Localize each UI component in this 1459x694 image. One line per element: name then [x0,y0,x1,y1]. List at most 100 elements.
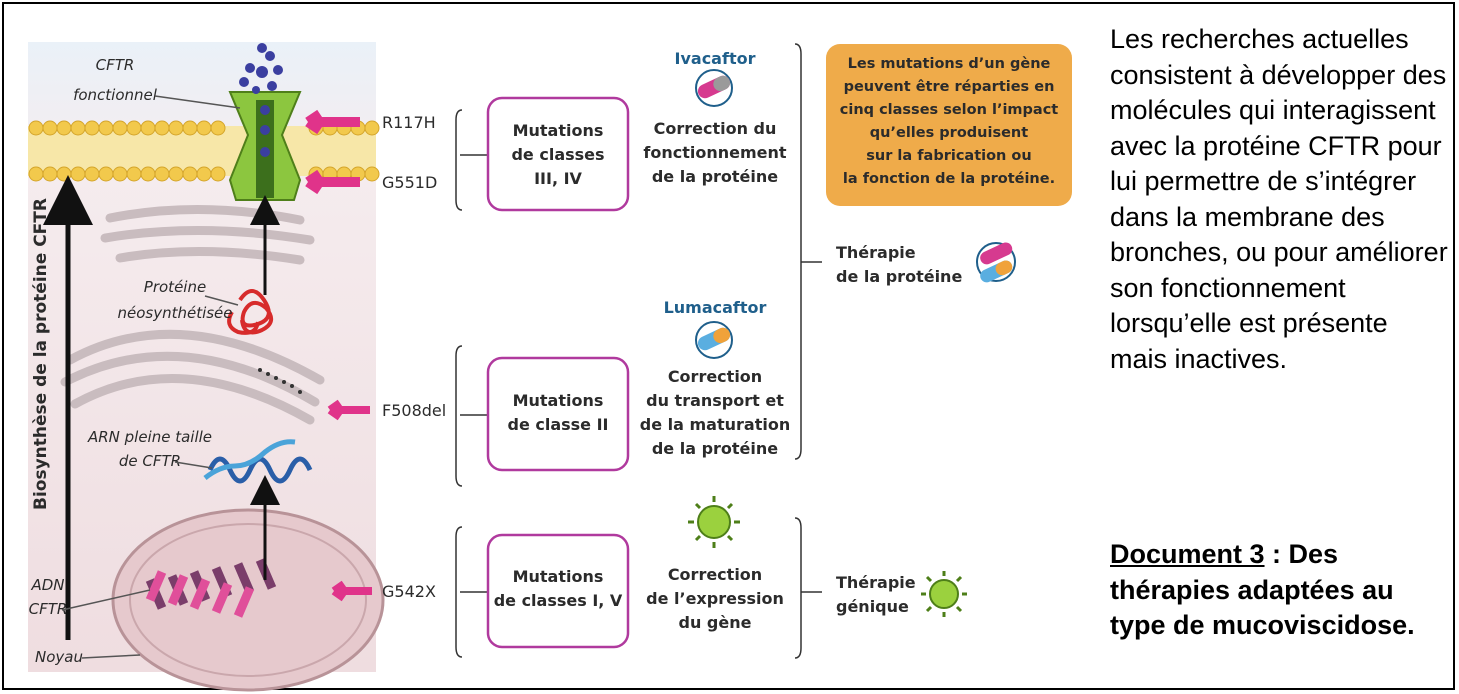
label-cftr-fonctionnel-2: fonctionnel [73,86,158,104]
phospholipid-head [168,166,184,182]
therapy-protein-line2: de la protéine [836,267,962,286]
label-arn-1: ARN pleine taille [87,428,212,446]
class-box-iii-iv-line3: III, IV [534,169,582,188]
correction-2-line1: Correction [668,367,762,386]
mutation-brackets [455,109,488,658]
therapy-gene-line2: génique [836,597,909,616]
correction-1-line1: Correction du [654,119,777,138]
phospholipid-head [196,166,212,182]
phospholipid-head [168,120,184,136]
phospholipid-head [28,120,44,136]
phospholipid-head [84,166,100,182]
phospholipid-head [364,166,380,182]
phospholipid-head [112,120,128,136]
correction-3-line2: de l’expression [646,589,784,608]
pill-icon-therapy [976,242,1016,283]
document-caption: Document 3 : Des thérapies adaptées au t… [1110,537,1450,644]
mutation-arrow-g542x [331,580,372,602]
axis-label: Biosynthèse de la protéine CFTR [31,198,51,510]
phospholipid-head [42,166,58,182]
label-cftr-fonctionnel-1: CFTR [96,56,135,74]
label-proteine-2: néosynthétisée [117,304,232,322]
phospholipid-head [140,166,156,182]
phospholipid-head [154,120,170,136]
class-box-iii-iv-line1: Mutations [513,121,604,140]
class-box-i-v-line2: de classes I, V [494,591,623,610]
info-box-line6: la fonction de la protéine. [843,171,1055,187]
phospholipid-head [210,120,226,136]
correction-2-line2: du transport et [646,391,784,410]
neosynthesized-protein [227,289,274,335]
therapy-gene-line1: Thérapie [836,573,916,592]
info-box [826,44,1072,206]
mutation-arrow-f508del [327,399,370,421]
info-box-line1: Les mutations d’un gène [848,56,1051,72]
phospholipid-head [196,120,212,136]
chloride-ions [239,43,283,94]
mutation-arrow-g551d [305,169,360,195]
class-box-i-v [486,533,630,649]
class-box-iii-iv [486,96,630,212]
document-title: : Des thérapies adaptées au type de muco… [1110,539,1415,640]
info-box-line3: cinq classes selon l’impact [840,102,1059,118]
drug-ivacaftor: Ivacaftor [675,49,756,68]
document-label: Document 3 [1110,539,1265,569]
label-adn-1: ADN [30,576,64,594]
phospholipid-head [84,120,100,136]
info-box-line4: qu’elles produisent [870,125,1028,141]
virus-icon-therapy [921,571,967,617]
cell-membrane [28,120,380,182]
phospholipid-head [42,120,58,136]
phospholipid-head [126,120,142,136]
phospholipid-head [210,166,226,182]
drug-lumacaftor: Lumacaftor [664,298,767,317]
class-box-ii-line1: Mutations [513,391,604,410]
label-adn-2: CFTR [29,600,68,618]
class-box-i-v-line1: Mutations [513,567,604,586]
cftr-therapy-diagram: Biosynthèse de la protéine CFTR CFTR fon… [28,42,1072,692]
label-proteine-1: Protéine [144,278,206,296]
therapy-protein-line1: Thérapie [836,243,916,262]
pill-icon-ivacaftor [695,69,733,107]
virus-icon [688,496,740,548]
label-arn-2: de CFTR [119,452,181,470]
phospholipid-head [112,166,128,182]
phospholipid-head [140,120,156,136]
cftr-channel [228,91,302,201]
label-noyau: Noyau [35,648,83,666]
mutation-arrow-r117h [305,109,360,135]
info-box-line5: sur la fabrication ou [866,148,1031,164]
correction-2-line3: de la maturation [640,415,790,434]
phospholipid-head [182,166,198,182]
phospholipid-head [98,120,114,136]
rna-helix [203,439,313,484]
phospholipid-head [154,166,170,182]
phospholipid-head [70,120,86,136]
phospholipid-head [182,120,198,136]
mutation-g551d: G551D [382,173,437,192]
class-box-ii [486,356,630,472]
correction-3-line3: du gène [679,613,752,632]
mutation-r117h: R117H [382,113,436,132]
golgi-apparatus [60,205,325,425]
ribosomes [258,368,302,394]
phospholipid-head [28,166,44,182]
phospholipid-head [56,166,72,182]
side-paragraph: Les recherches actuelles consistent à dé… [1110,24,1448,374]
mutation-g542x: G542X [382,582,436,601]
correction-1-line3: de la protéine [652,167,778,186]
info-box-line2: peuvent être réparties en [844,79,1055,95]
phospholipid-head [364,120,380,136]
class-box-ii-line2: de classe II [507,415,608,434]
phospholipid-head [56,120,72,136]
correction-1-line2: fonctionnement [643,143,787,162]
dna-helix [145,558,277,618]
therapy-brackets [794,43,822,659]
correction-2-line4: de la protéine [652,439,778,458]
phospholipid-head [98,166,114,182]
correction-3-line1: Correction [668,565,762,584]
phospholipid-head [70,166,86,182]
pill-icon-lumacaftor [695,321,733,359]
mutation-f508del: F508del [382,401,446,420]
